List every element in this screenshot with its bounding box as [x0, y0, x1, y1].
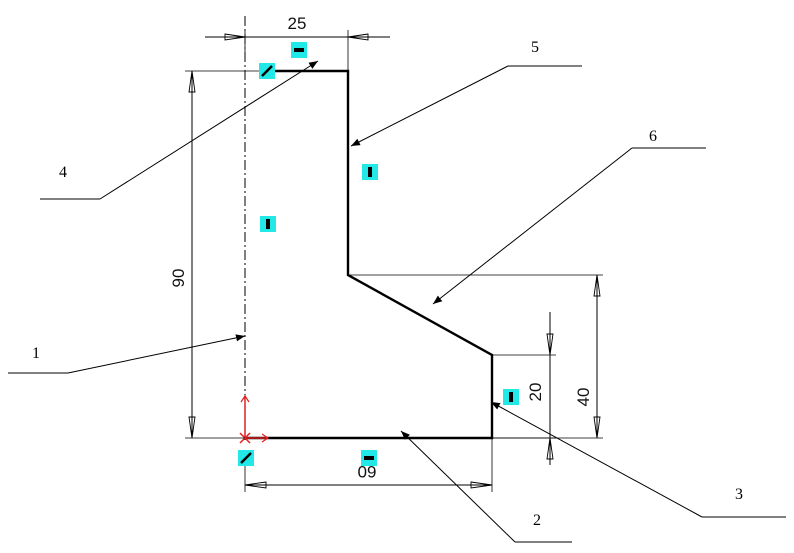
dimension-label-total-height: 90 — [169, 269, 188, 288]
callout-label-6: 6 — [649, 128, 657, 145]
callout-1: 1 — [8, 334, 246, 374]
dimension-label-right-small: 20 — [526, 383, 545, 402]
sketch-profile[interactable] — [245, 69, 494, 440]
horizontal-relation-icon[interactable] — [291, 42, 307, 58]
dimension-label-top-width: 25 — [288, 14, 307, 33]
coincident-relation-icon[interactable] — [259, 63, 275, 79]
dimension-right-small[interactable]: 20 — [492, 312, 556, 465]
dimension-total-height[interactable]: 90 — [169, 70, 262, 439]
callout-label-2: 2 — [533, 512, 541, 529]
callout-4: 4 — [40, 60, 319, 200]
vertical-relation-icon[interactable] — [503, 389, 519, 405]
dimension-label-bottom-width: 60 — [358, 462, 377, 481]
horizontal-relation-icon[interactable] — [361, 450, 377, 466]
callout-label-4: 4 — [59, 164, 67, 181]
dimension-label-right-large: 40 — [574, 388, 593, 407]
callout-label-1: 1 — [32, 345, 40, 362]
dimension-top-width[interactable]: 25 — [205, 14, 390, 71]
callout-label-5: 5 — [531, 39, 539, 56]
dimension-right-large[interactable]: 40 — [348, 274, 603, 439]
callout-6: 6 — [432, 128, 706, 305]
callout-5: 5 — [350, 39, 582, 147]
coincident-relation-icon[interactable] — [238, 450, 254, 466]
vertical-relation-icon[interactable] — [260, 216, 276, 232]
callout-label-3: 3 — [735, 486, 743, 503]
callout-3: 3 — [490, 401, 786, 518]
origin-icon — [239, 394, 270, 444]
callout-2: 2 — [400, 430, 572, 543]
dimension-bottom-width[interactable]: 60 — [244, 438, 493, 492]
vertical-relation-icon[interactable] — [362, 164, 378, 180]
